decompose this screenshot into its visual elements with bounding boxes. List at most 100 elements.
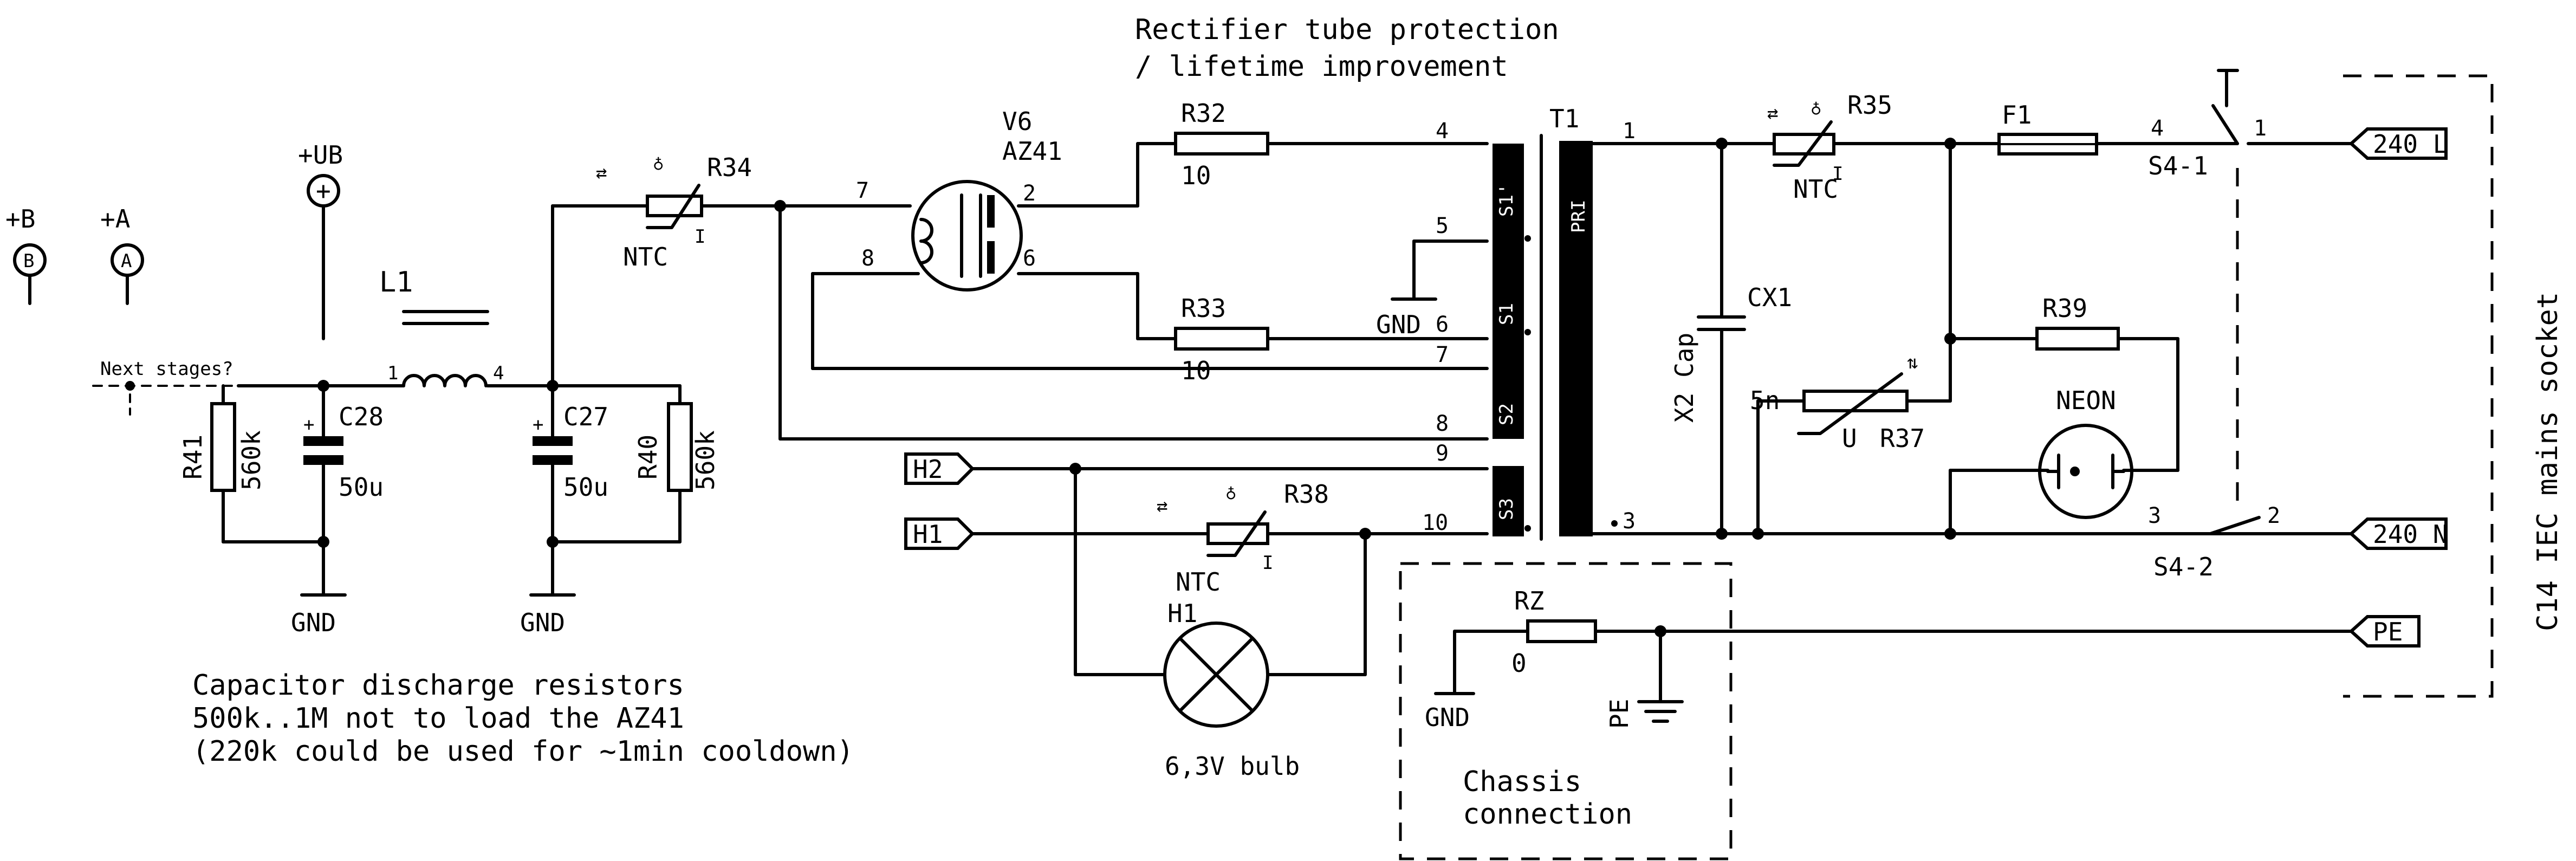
thermistor-r34: R34 NTC I ♁ ⇄ <box>551 152 782 387</box>
iec-socket-outline <box>2343 74 2494 698</box>
s4-pin1: 1 <box>2254 116 2267 141</box>
supply-ub-label: +UB <box>298 140 343 170</box>
t1-pin-6: 6 <box>1436 312 1449 337</box>
filter-section: L1 1 4 R41 560k + C28 50u GND R40 560k <box>178 266 720 637</box>
thermistor-r38: R38 NTC I ♁ ⇄ <box>1157 480 1329 597</box>
r34-type: NTC <box>623 242 668 271</box>
t1-winding-primary <box>1559 141 1593 536</box>
r37-type: U <box>1842 424 1857 453</box>
t1-s1p-label: S1' <box>1496 184 1517 217</box>
resistor-r32: R32 10 <box>1174 99 1489 190</box>
r41-value: 560k <box>237 430 266 490</box>
r40-value: 560k <box>691 430 720 490</box>
socket-note: C14 IEC mains socket <box>2532 292 2564 631</box>
resistor-r40 <box>667 402 693 492</box>
s4-2-ref: S4-2 <box>2153 552 2214 581</box>
l1-ref: L1 <box>379 266 413 299</box>
connector-240-n[interactable]: 240_N <box>2348 517 2448 550</box>
capacitor-c28-plate-top <box>303 436 343 446</box>
c27-value: 50u <box>563 472 608 502</box>
c28-ref: C28 <box>339 402 384 431</box>
r37-ref: R37 <box>1880 424 1925 453</box>
t1-s2-label: S2 <box>1496 403 1517 425</box>
bulb-ref: H1 <box>1167 599 1197 628</box>
r35-temp-icon: ♁ <box>1811 97 1821 119</box>
gnd-label-ct: GND <box>1376 310 1421 339</box>
resistor-r39 <box>2035 327 2120 351</box>
r34-ref: R34 <box>707 153 752 182</box>
v6-pin6: 6 <box>1023 246 1036 271</box>
cx1-type: X2 Cap <box>1670 333 1699 423</box>
neon-ref: NEON <box>2056 386 2116 415</box>
r38-arrows-icon: ⇄ <box>1157 495 1167 517</box>
bulb-value: 6,3V bulb <box>1165 752 1300 781</box>
v6-type: AZ41 <box>1002 137 1062 166</box>
r33-value: 10 <box>1181 356 1211 385</box>
resistor-r33: R33 10 <box>1174 294 1489 385</box>
t1-winding-s3 <box>1493 466 1524 536</box>
t1-pin-4: 4 <box>1436 119 1449 144</box>
r41-ref: R41 <box>178 435 207 480</box>
t1-winding-s2 <box>1493 371 1524 439</box>
connector-h1[interactable]: H1 <box>904 517 975 550</box>
tube-envelope <box>911 180 1023 292</box>
r38-mark: I <box>1262 552 1273 574</box>
transformer-t1: T1 S1' S1 S2 S3 PRI 4 5 6 7 8 9 10 1 3 <box>971 104 2353 541</box>
next-stages-label: Next stages? <box>100 358 233 380</box>
c27-polarity: + <box>533 414 543 436</box>
supply-b: +B B <box>5 204 47 305</box>
f1-ref: F1 <box>2002 100 2032 130</box>
thermistor-r35 <box>1773 133 1835 156</box>
connector-h2[interactable]: H2 <box>904 452 975 485</box>
choke-l1: L1 1 4 <box>379 266 504 387</box>
capacitor-c27-plate-bottom <box>533 455 573 465</box>
connector-pe[interactable]: PE <box>2348 615 2421 648</box>
discharge-note-line3: (220k could be used for ~1min cooldown) <box>192 735 854 768</box>
t1-pri-pin-3: 3 <box>1623 509 1636 534</box>
supply-a: +A A <box>100 204 144 305</box>
r34-temp-icon: ♁ <box>653 152 664 174</box>
connector-240-l[interactable]: 240_L <box>2348 127 2448 160</box>
t1-s1-label: S1 <box>1496 303 1517 325</box>
chassis-outline <box>1399 562 1733 860</box>
resistor-rz <box>1526 619 1597 643</box>
discharge-note-line1: Capacitor discharge resistors <box>192 669 684 702</box>
line-label: 240_L <box>2373 130 2448 159</box>
r40-ref: R40 <box>633 435 663 480</box>
gnd-label-c28: GND <box>291 608 336 637</box>
supply-a-label: +A <box>100 204 130 234</box>
r35-arrows-icon: ⇄ <box>1767 102 1778 124</box>
pe-symbol-label: PE <box>1605 699 1634 729</box>
r34-mark: I <box>695 226 705 248</box>
c28-polarity: + <box>303 414 314 436</box>
supply-b-symbol: B <box>23 250 34 272</box>
s4-pin2: 2 <box>2267 503 2280 528</box>
bulb-envelope <box>1163 622 1269 728</box>
c28-value: 50u <box>339 472 384 502</box>
capacitor-c27-plate-top <box>533 436 573 446</box>
rz-value: 0 <box>1511 649 1527 678</box>
t1-pin-8: 8 <box>1436 411 1449 436</box>
switch-s4[interactable]: 4 1 S4-1 3 2 S4-2 <box>2148 69 2353 581</box>
s4-1-ref: S4-1 <box>2148 151 2208 180</box>
chassis-connection: GND RZ 0 PE <box>1399 562 2353 860</box>
supply-b-label: +B <box>5 204 35 234</box>
chassis-note-line2: connection <box>1463 798 1632 831</box>
chassis-note-line1: Chassis <box>1463 766 1581 798</box>
r32-ref: R32 <box>1181 99 1226 128</box>
h1-label: H1 <box>913 520 943 549</box>
gnd-label-chassis: GND <box>1425 703 1470 732</box>
r38-temp-icon: ♁ <box>1225 482 1236 503</box>
supply-a-symbol: A <box>121 250 132 272</box>
t1-pin-10: 10 <box>1422 510 1448 535</box>
h2-label: H2 <box>913 455 943 484</box>
t1-pri-pin-1: 1 <box>1623 119 1636 144</box>
t1-ref: T1 <box>1549 104 1579 133</box>
capacitor-c28-plate-bottom <box>303 455 343 465</box>
rectifier-note-line2: / lifetime improvement <box>1135 50 1508 83</box>
secondary-ct-gnd: GND <box>1376 239 1489 339</box>
r39-ref: R39 <box>2042 294 2087 323</box>
r38-type: NTC <box>1176 567 1221 597</box>
tube-heater-icon <box>919 218 933 264</box>
r35-type: NTC <box>1793 174 1838 204</box>
